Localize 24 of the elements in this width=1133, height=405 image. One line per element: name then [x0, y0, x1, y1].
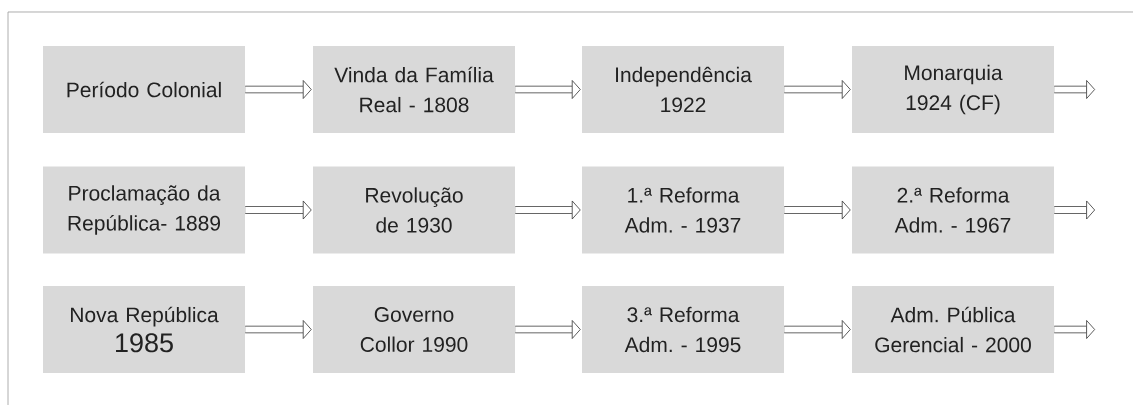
- process-box: Adm. Pública Gerencial - 2000: [852, 286, 1054, 373]
- arrow: [1054, 200, 1096, 220]
- process-box: Proclamação da República- 1889: [43, 166, 245, 254]
- process-box: Nova República 1985: [43, 286, 245, 373]
- process-box: Independência 1922: [582, 46, 784, 133]
- arrow: [515, 80, 581, 99]
- process-box: 1.ª Reforma Adm. - 1937: [582, 166, 784, 254]
- process-box: Monarquia 1924 (CF): [852, 46, 1054, 133]
- arrow: [1054, 80, 1096, 99]
- process-box: Período Colonial: [43, 46, 245, 133]
- process-box: Revolução de 1930: [313, 166, 515, 254]
- process-box: 2.ª Reforma Adm. - 1967: [852, 166, 1054, 254]
- process-box: Governo Collor 1990: [313, 286, 515, 373]
- arrow: [784, 200, 851, 220]
- arrow: [245, 200, 312, 220]
- process-box: Vinda da Família Real - 1808: [313, 46, 515, 133]
- process-box: 3.ª Reforma Adm. - 1995: [582, 286, 784, 373]
- arrow: [784, 80, 851, 99]
- arrow: [784, 320, 851, 339]
- arrow: [245, 320, 312, 339]
- arrow: [1054, 320, 1096, 339]
- arrow: [515, 320, 581, 339]
- arrow: [245, 80, 312, 99]
- arrow: [515, 200, 581, 220]
